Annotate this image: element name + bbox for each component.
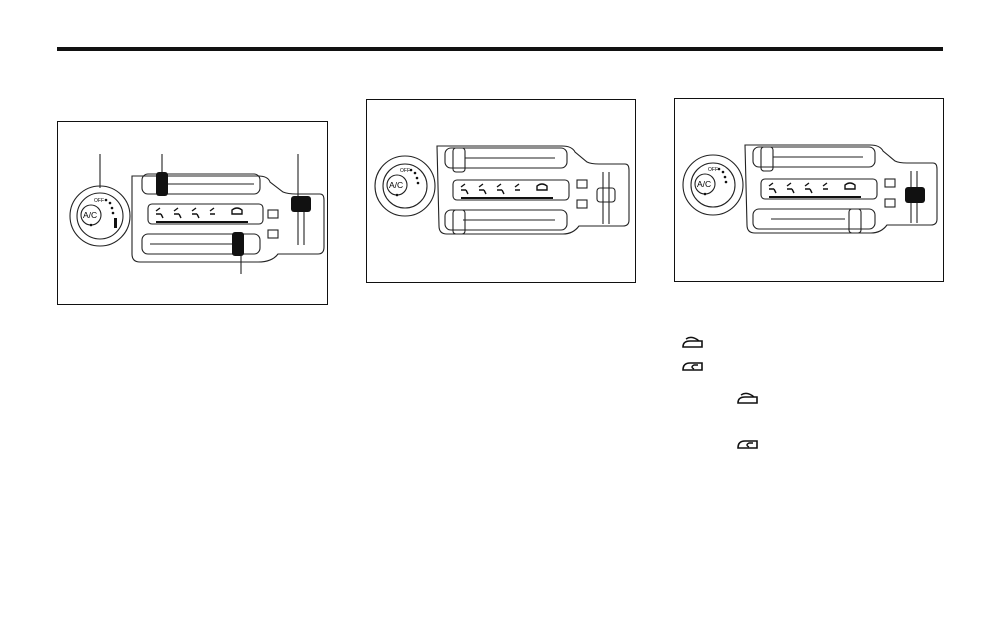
off-label: OFF [94, 198, 104, 204]
figure-recirculation-setting: A/C OFF [674, 98, 944, 282]
temperature-lever [156, 172, 168, 196]
ac-label: A/C [83, 210, 97, 220]
fresh-air-icon [737, 392, 758, 404]
figure-controls-overview: A/C OFF [57, 121, 328, 305]
off-label: OFF [708, 167, 718, 173]
figure-fresh-air-setting: A/C OFF [366, 99, 636, 283]
off-label: OFF [400, 168, 410, 174]
fresh-air-icon [682, 336, 703, 348]
air-intake-lever [291, 196, 311, 212]
recirculate-icon [682, 362, 703, 371]
air-intake-lever-recirc [905, 187, 925, 203]
ac-label: A/C [389, 180, 403, 190]
header-rule [57, 47, 943, 51]
fan-lever [232, 232, 244, 256]
recirculate-icon [737, 440, 758, 449]
ac-label: A/C [697, 179, 711, 189]
